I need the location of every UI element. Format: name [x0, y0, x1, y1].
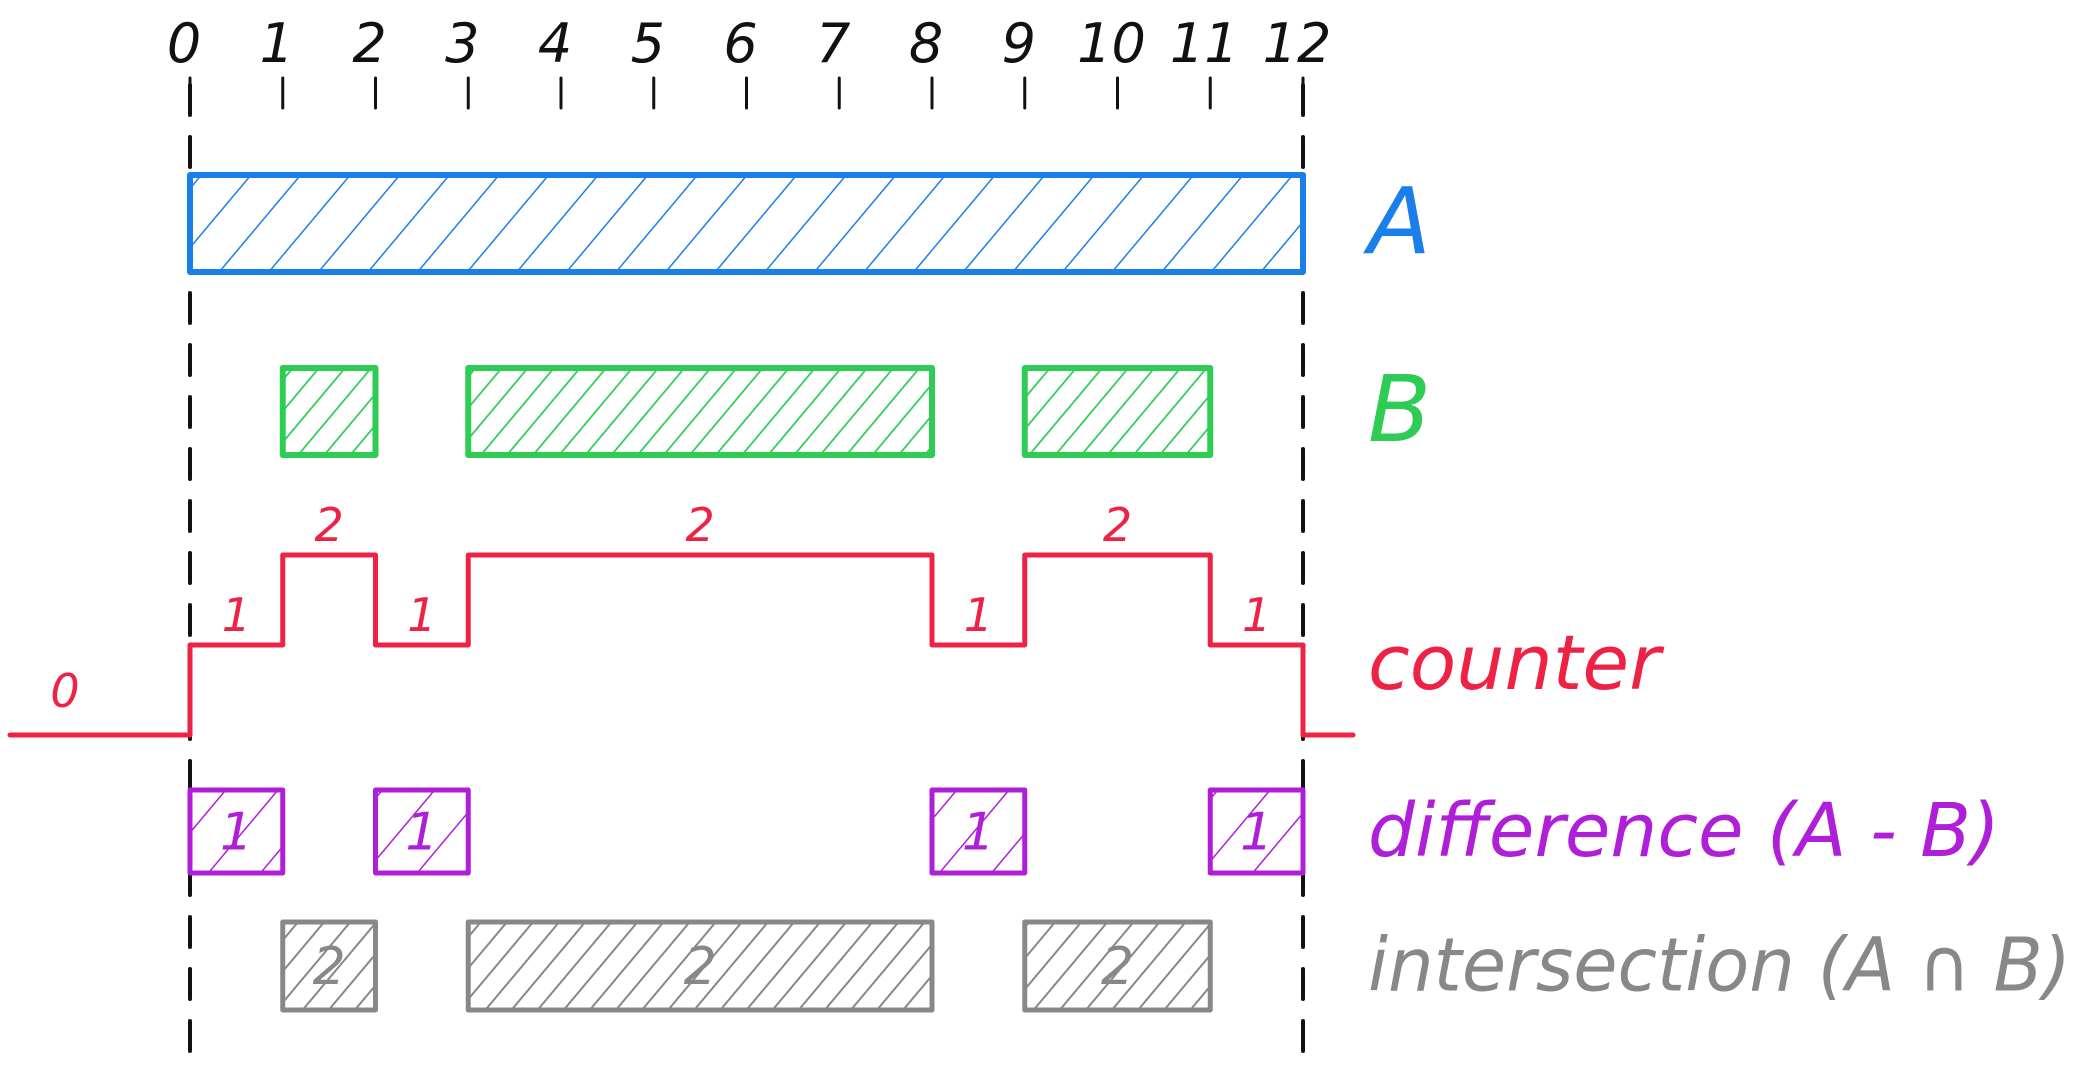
difference-label: difference (A - B)	[1368, 788, 2000, 874]
row-counter: 0 1 2 1 2 1 2 1 counter	[7, 498, 1665, 738]
row-difference: 1 1 1 1 difference (A - B)	[187, 787, 2000, 876]
tick-label-10: 10	[1077, 12, 1146, 75]
intersection-interval-label-1: 2	[684, 937, 717, 997]
counter-level-label-3: 2	[685, 498, 714, 552]
counter-level-label-2: 1	[407, 588, 436, 642]
difference-interval-3	[1207, 787, 1306, 876]
intersection-interval-0	[280, 919, 378, 1013]
tick-label-4: 4	[538, 12, 572, 75]
intersection-label: intersection (A ∩ B)	[1368, 923, 2071, 1009]
counter-level-label-1: 2	[314, 498, 343, 552]
intersection-interval-label-0: 2	[313, 937, 346, 997]
counter-level-label-5: 2	[1103, 498, 1132, 552]
intersection-interval-label-2: 2	[1101, 937, 1134, 997]
counter-level-label-0: 1	[222, 588, 251, 642]
tick-label-3: 3	[445, 12, 479, 75]
tick-label-7: 7	[816, 12, 850, 75]
b-label: B	[1368, 356, 1431, 463]
tick-label-5: 5	[631, 12, 665, 75]
difference-interval-0	[187, 787, 286, 876]
row-intersection: 2 2 2 intersection (A ∩ B)	[280, 919, 2071, 1013]
a-interval-0	[187, 172, 1306, 275]
row-a: A	[187, 168, 1431, 275]
counter-label: counter	[1368, 618, 1665, 707]
counter-zero-label: 0	[50, 664, 79, 718]
counter-level-label-4: 1	[964, 588, 993, 642]
a-label: A	[1363, 168, 1431, 275]
intersection-interval-1	[465, 919, 935, 1013]
tick-label-8: 8	[909, 12, 943, 75]
b-interval-2	[1021, 365, 1214, 458]
tick-label-11: 11	[1170, 12, 1239, 75]
counter-step-line	[7, 552, 1356, 738]
intersection-interval-2	[1022, 919, 1213, 1013]
difference-interval-1	[373, 787, 471, 876]
tick-label-6: 6	[723, 12, 757, 75]
tick-label-2: 2	[352, 12, 386, 75]
tick-label-1: 1	[260, 12, 294, 75]
tick-label-0: 0	[167, 12, 201, 75]
difference-interval-label-1: 1	[405, 803, 438, 863]
b-interval-1	[465, 365, 935, 458]
difference-interval-label-2: 1	[962, 803, 995, 863]
row-b: B	[279, 356, 1431, 463]
tick-label-9: 9	[1002, 12, 1036, 75]
difference-interval-2	[929, 787, 1028, 876]
difference-interval-label-3: 1	[1240, 803, 1273, 863]
difference-interval-label-0: 1	[220, 803, 253, 863]
counter-level-label-6: 1	[1242, 588, 1271, 642]
tick-label-12: 12	[1263, 12, 1332, 75]
b-interval-0	[279, 365, 379, 458]
